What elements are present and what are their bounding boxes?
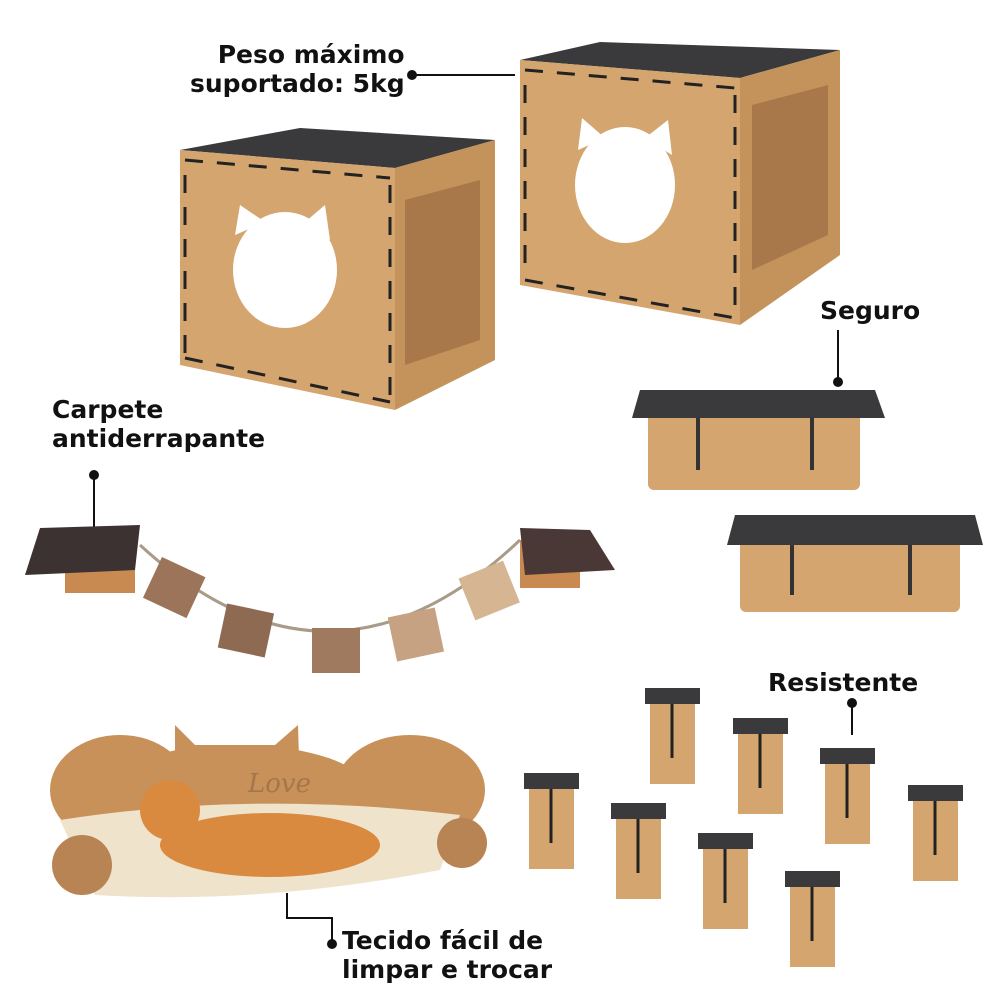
label-line: limpar e trocar xyxy=(342,955,553,984)
label-line: Carpete xyxy=(52,395,164,424)
label-carpet: Carpete antiderrapante xyxy=(52,395,265,453)
cat-cube-house-right xyxy=(520,42,840,325)
label-max-weight: Peso máximo suportado: 5kg xyxy=(190,40,405,98)
wall-shelf-bottom xyxy=(727,515,983,612)
hammock-engraving: Love xyxy=(248,769,311,799)
wall-shelf-top xyxy=(632,390,885,490)
label-line: suportado: 5kg xyxy=(190,69,405,98)
cat-hammock xyxy=(50,725,487,898)
label-fabric: Tecido fácil de limpar e trocar xyxy=(342,926,552,984)
wall-steps xyxy=(524,688,963,967)
rope-bridge xyxy=(25,525,615,673)
label-line: antiderrapante xyxy=(52,424,266,453)
cat-cube-house-left xyxy=(180,128,495,410)
label-resistant: Resistente xyxy=(768,668,919,697)
leader-lines xyxy=(89,70,857,949)
label-safe: Seguro xyxy=(820,296,921,325)
label-line: Peso máximo xyxy=(217,40,405,69)
label-line: Tecido fácil de xyxy=(342,926,544,955)
